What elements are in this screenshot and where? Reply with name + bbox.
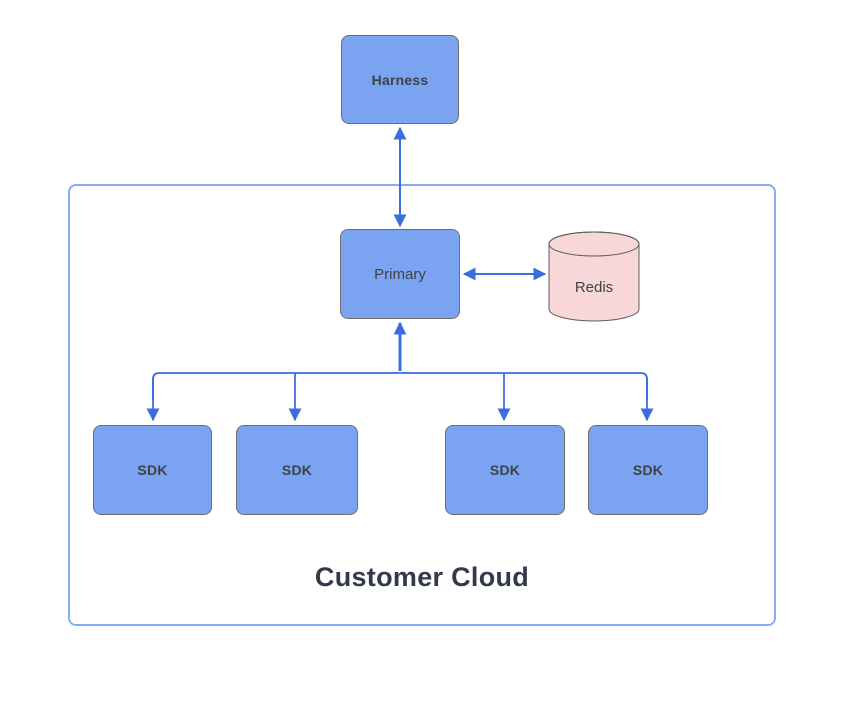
sdk-node-1[interactable]: SDK — [93, 425, 212, 515]
sdk-node-4[interactable]: SDK — [588, 425, 708, 515]
primary-node-label: Primary — [374, 265, 426, 283]
sdk-node-3[interactable]: SDK — [445, 425, 565, 515]
database-cylinder-icon — [548, 231, 640, 322]
customer-cloud-label: Customer Cloud — [314, 562, 530, 592]
sdk-node-1-label: SDK — [137, 462, 168, 478]
sdk-node-4-label: SDK — [632, 462, 664, 478]
harness-node[interactable]: Harness — [341, 35, 459, 124]
sdk-node-2[interactable]: SDK — [236, 425, 358, 515]
harness-node-label: Harness — [371, 71, 429, 88]
sdk-node-3-label: SDK — [489, 462, 521, 478]
primary-node[interactable]: Primary — [340, 229, 460, 319]
redis-node[interactable]: Redis — [548, 231, 640, 322]
sdk-node-2-label: SDK — [281, 462, 313, 478]
customer-cloud-container[interactable] — [68, 184, 776, 626]
redis-node-label: Redis — [574, 279, 614, 296]
